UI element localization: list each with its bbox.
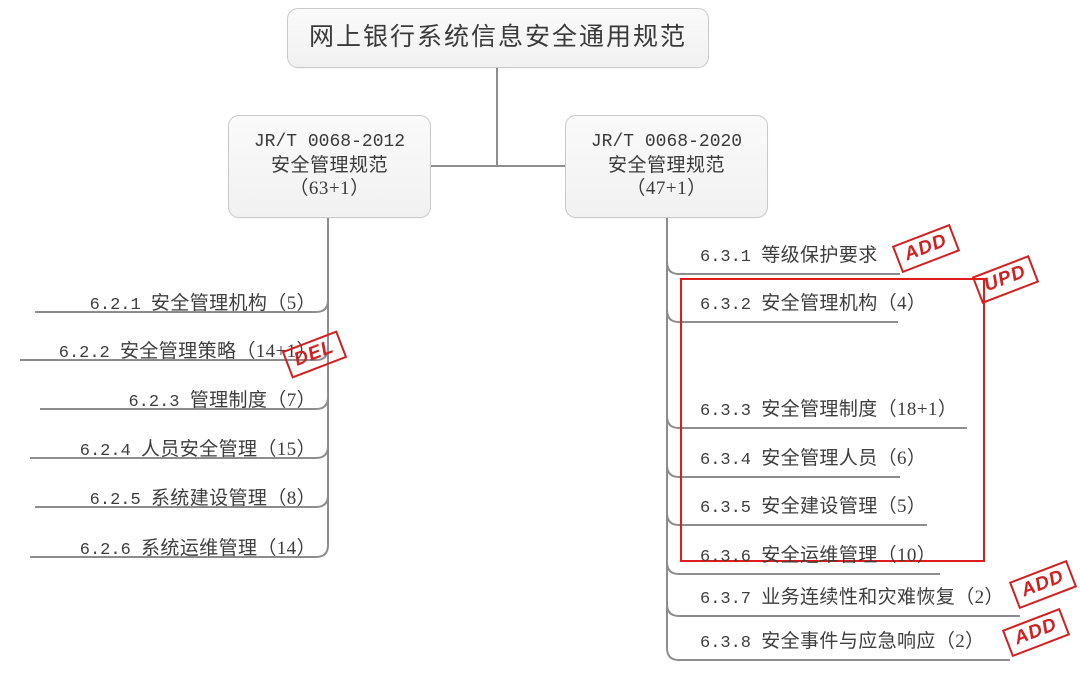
leaf-number: 6.2.1 xyxy=(89,296,151,315)
leaf-label: 安全管理策略（14+1） xyxy=(119,341,316,362)
leaf-number: 6.2.6 xyxy=(79,541,141,560)
leaf-label: 人员安全管理（15） xyxy=(140,439,316,460)
leaf-item-6-2-1[interactable]: 6.2.1 安全管理机构（5） xyxy=(40,288,316,315)
leaf-label: 业务连续性和灾难恢复（2） xyxy=(761,587,1004,608)
leaf-item-6-3-3[interactable]: 6.3.3 安全管理制度（18+1） xyxy=(700,394,957,421)
leaf-label: 等级保护要求 xyxy=(761,245,878,266)
leaf-label: 安全运维管理（10） xyxy=(761,545,937,566)
leaf-item-6-2-3[interactable]: 6.2.3 管理制度（7） xyxy=(40,385,316,412)
leaf-number: 6.2.5 xyxy=(89,491,151,510)
leaf-label: 安全管理机构（5） xyxy=(150,293,316,314)
leaf-label: 安全管理机构（4） xyxy=(761,293,927,314)
leaf-label: 系统运维管理（14） xyxy=(140,538,316,559)
leaf-number: 6.2.2 xyxy=(58,344,120,363)
leaf-number: 6.3.8 xyxy=(700,634,762,653)
leaf-number: 6.2.4 xyxy=(79,442,141,461)
branch-node-count: （47+1） xyxy=(626,178,707,200)
leaf-label: 管理制度（7） xyxy=(189,390,316,411)
leaf-label: 安全事件与应急响应（2） xyxy=(761,631,985,652)
leaf-item-6-3-2[interactable]: 6.3.2 安全管理机构（4） xyxy=(700,288,926,315)
leaf-item-6-2-2[interactable]: 6.2.2 安全管理策略（14+1） xyxy=(22,336,316,363)
branch-node-jrt-2012[interactable]: JR/T 0068-2012 安全管理规范 （63+1） xyxy=(228,115,431,218)
leaf-number: 6.3.4 xyxy=(700,451,762,470)
branch-node-jrt-2020[interactable]: JR/T 0068-2020 安全管理规范 （47+1） xyxy=(565,115,768,218)
leaf-item-6-2-4[interactable]: 6.2.4 人员安全管理（15） xyxy=(32,434,316,461)
leaf-label: 系统建设管理（8） xyxy=(150,488,316,509)
leaf-number: 6.3.5 xyxy=(700,499,762,518)
leaf-label: 安全建设管理（5） xyxy=(761,496,927,517)
leaf-label: 安全管理人员（6） xyxy=(761,448,927,469)
root-node-label: 网上银行系统信息安全通用规范 xyxy=(308,23,687,51)
leaf-item-6-3-4[interactable]: 6.3.4 安全管理人员（6） xyxy=(700,443,926,470)
leaf-number: 6.3.7 xyxy=(700,590,762,609)
leaf-number: 6.3.6 xyxy=(700,548,762,567)
leaf-item-6-3-1[interactable]: 6.3.1 等级保护要求 xyxy=(700,240,878,267)
leaf-item-6-3-5[interactable]: 6.3.5 安全建设管理（5） xyxy=(700,491,926,518)
leaf-item-6-2-6[interactable]: 6.2.6 系统运维管理（14） xyxy=(32,533,316,560)
leaf-label: 安全管理制度（18+1） xyxy=(761,399,958,420)
branch-node-count: （63+1） xyxy=(289,178,370,200)
branch-node-code: JR/T 0068-2012 xyxy=(253,132,406,153)
leaf-number: 6.3.3 xyxy=(700,402,762,421)
branch-node-code: JR/T 0068-2020 xyxy=(590,132,743,153)
leaf-item-6-3-7[interactable]: 6.3.7 业务连续性和灾难恢复（2） xyxy=(700,582,1004,609)
leaf-item-6-3-8[interactable]: 6.3.8 安全事件与应急响应（2） xyxy=(700,626,985,653)
leaf-number: 6.2.3 xyxy=(128,393,190,412)
leaf-number: 6.3.2 xyxy=(700,296,762,315)
root-node[interactable]: 网上银行系统信息安全通用规范 xyxy=(287,8,709,68)
leaf-item-6-2-5[interactable]: 6.2.5 系统建设管理（8） xyxy=(40,483,316,510)
branch-node-name: 安全管理规范 xyxy=(270,155,388,177)
leaf-item-6-3-6[interactable]: 6.3.6 安全运维管理（10） xyxy=(700,540,936,567)
leaf-number: 6.3.1 xyxy=(700,248,762,267)
branch-node-name: 安全管理规范 xyxy=(607,155,725,177)
